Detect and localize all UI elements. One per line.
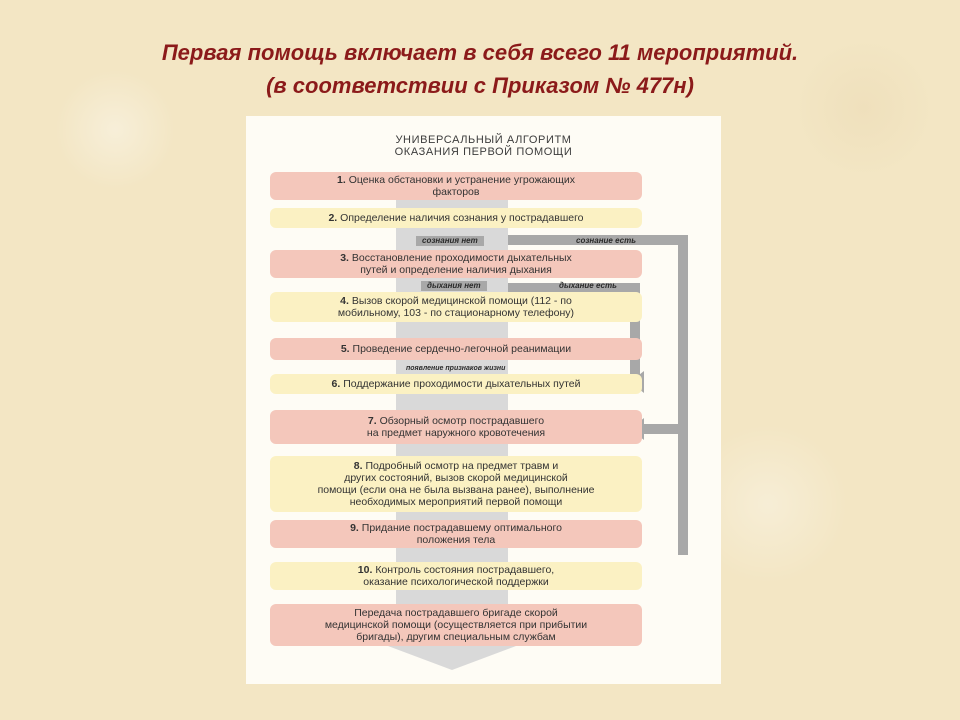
step-7-number: 7.	[367, 415, 377, 427]
slide-title-line-2: (в соответствии с Приказом № 477н)	[266, 73, 694, 98]
step-8-text-line-4: необходимых мероприятий первой помощи	[349, 496, 563, 508]
step-3-number: 3.	[340, 252, 349, 264]
step-5-line-1: 5. Проведение сердечно-легочной реанимац…	[341, 343, 571, 355]
step-9-text-line-1: Придание пострадавшему оптимального	[361, 522, 562, 534]
step-7-line-1: 7. Обзорный осмотр пострадавшего	[368, 415, 544, 427]
diagram-heading-line-2: ОКАЗАНИЯ ПЕРВОЙ ПОМОЩИ	[394, 146, 573, 158]
step-4-text-line-1: Вызов скорой медицинской помощи (112 - п…	[351, 295, 572, 307]
branch-label-no-consciousness: сознания нет	[416, 236, 484, 246]
step-2-line-1: 2. Определение наличия сознания у постра…	[328, 212, 583, 224]
step-11-text-line-3: бригады), другим специальным службам	[356, 631, 556, 643]
step-6-line-1: 6. Поддержание проходимости дыхательных …	[332, 378, 581, 390]
step-6-text-line-1: Поддержание проходимости дыхательных пут…	[343, 378, 581, 390]
step-5-box: 5. Проведение сердечно-легочной реанимац…	[270, 338, 642, 360]
algorithm-diagram: УНИВЕРСАЛЬНЫЙ АЛГОРИТМ ОКАЗАНИЯ ПЕРВОЙ П…	[246, 116, 721, 684]
step-10-line-1: 10. Контроль состояния пострадавшего,	[358, 564, 554, 576]
step-8-box: 8. Подробный осмотр на предмет травм и д…	[270, 456, 642, 512]
step-10-text-line-2: оказание психологической поддержки	[363, 576, 549, 588]
step-11-text-line-1: Передача пострадавшего бригаде скорой	[354, 607, 558, 619]
step-8-text-line-3: помощи (если она не была вызвана ранее),…	[317, 484, 595, 496]
step-2-number: 2.	[328, 212, 338, 224]
step-1-line-1: 1. Оценка обстановки и устранение угрожа…	[337, 174, 575, 186]
diagram-heading: УНИВЕРСАЛЬНЫЙ АЛГОРИТМ ОКАЗАНИЯ ПЕРВОЙ П…	[246, 134, 721, 158]
step-6-box: 6. Поддержание проходимости дыхательных …	[270, 374, 642, 394]
step-11-box: Передача пострадавшего бригаде скорой ме…	[270, 604, 642, 646]
step-1-text-line-1: Оценка обстановки и устранение угрожающи…	[348, 174, 575, 186]
step-1-number: 1.	[337, 174, 346, 186]
step-1-text-line-2: факторов	[432, 186, 480, 198]
step-7-text-line-2: на предмет наружного кровотечения	[366, 427, 546, 439]
step-8-number: 8.	[353, 460, 363, 472]
step-9-box: 9. Придание пострадавшему оптимального п…	[270, 520, 642, 548]
breathing-bypass-vertical	[630, 283, 640, 383]
breathing-bypass-top	[508, 283, 640, 293]
step-1-box: 1. Оценка обстановки и устранение угрожа…	[270, 172, 642, 200]
step-4-text-line-2: мобильному, 103 - по стационарному телеф…	[337, 307, 575, 319]
step-9-text-line-2: положения тела	[416, 534, 496, 546]
step-5-text-line-1: Проведение сердечно-легочной реанимации	[352, 343, 572, 355]
step-9-line-1: 9. Придание пострадавшему оптимального	[350, 522, 562, 534]
step-3-text-line-2: путей и определение наличия дыхания	[360, 264, 552, 276]
step-8-text-line-1: Подробный осмотр на предмет травм и	[365, 460, 559, 472]
step-7-text-line-1: Обзорный осмотр пострадавшего	[379, 415, 545, 427]
step-10-text-line-1: Контроль состояния пострадавшего,	[375, 564, 555, 576]
step-8-line-1: 8. Подробный осмотр на предмет травм и	[354, 460, 558, 472]
step-6-number: 6.	[331, 378, 341, 390]
branch-label-no-breathing: дыхания нет	[421, 281, 487, 291]
step-4-box: 4. Вызов скорой медицинской помощи (112 …	[270, 292, 642, 322]
step-2-box: 2. Определение наличия сознания у постра…	[270, 208, 642, 228]
step-4-line-1: 4. Вызов скорой медицинской помощи (112 …	[340, 295, 572, 307]
step-3-line-1: 3. Восстановление проходимости дыхательн…	[340, 252, 572, 264]
slide-title: Первая помощь включает в себя всего 11 м…	[0, 36, 960, 102]
consciousness-bypass-vertical	[678, 235, 688, 555]
step-4-number: 4.	[340, 295, 349, 307]
slide-title-line-1: Первая помощь включает в себя всего 11 м…	[161, 40, 799, 65]
step-7-box: 7. Обзорный осмотр пострадавшего на пред…	[270, 410, 642, 444]
branch-label-breathing: дыхание есть	[559, 281, 617, 290]
consciousness-bypass-end	[642, 424, 688, 434]
step-2-text-line-1: Определение наличия сознания у пострадав…	[340, 212, 584, 224]
branch-label-signs-of-life: появление признаков жизни	[406, 365, 506, 372]
branch-label-consciousness: сознание есть	[576, 236, 636, 245]
step-10-box: 10. Контроль состояния пострадавшего, ок…	[270, 562, 642, 590]
diagram-heading-line-1: УНИВЕРСАЛЬНЫЙ АЛГОРИТМ	[395, 134, 572, 146]
step-3-text-line-1: Восстановление проходимости дыхательных	[351, 252, 572, 264]
step-8-text-line-2: других состояний, вызов скорой медицинск…	[344, 472, 568, 484]
step-3-box: 3. Восстановление проходимости дыхательн…	[270, 250, 642, 278]
step-5-number: 5.	[340, 343, 350, 355]
step-9-number: 9.	[350, 522, 359, 534]
consciousness-bypass-top	[508, 235, 688, 245]
step-11-text-line-2: медицинской помощи (осуществляется при п…	[324, 619, 588, 631]
step-10-number: 10.	[357, 564, 373, 576]
